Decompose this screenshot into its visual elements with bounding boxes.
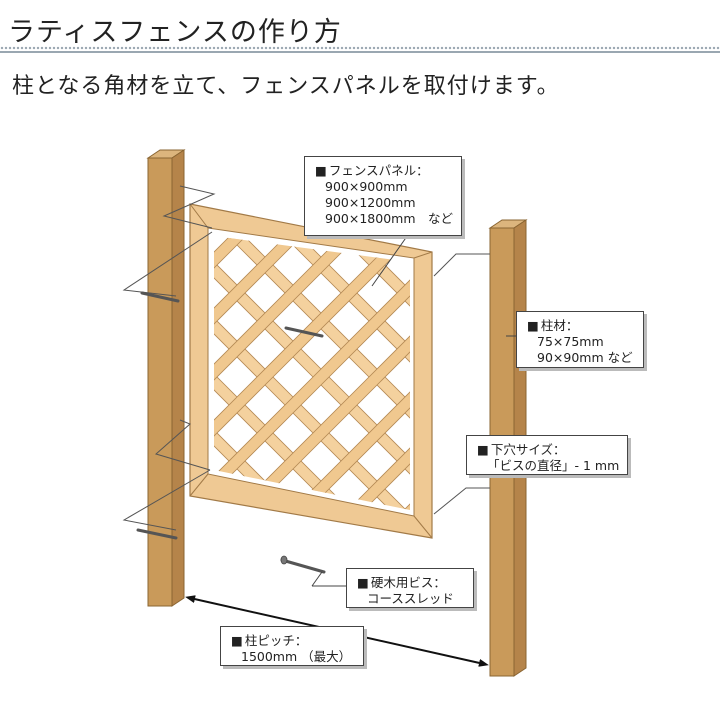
callout-post-material: 柱材： 75×75mm 90×90mm など bbox=[516, 311, 644, 368]
callout-fence-panel-size-2: 900×1200mm bbox=[325, 195, 416, 210]
callout-hardwood-screw: 硬木用ビス： コーススレッド bbox=[346, 568, 474, 608]
page-subtitle: 柱となる角材を立て、フェンスパネルを取付けます。 bbox=[12, 74, 560, 99]
callout-post-material-size-1: 75×75mm bbox=[537, 334, 604, 349]
callout-hardwood-screw-heading: 硬木用ビス： bbox=[357, 575, 463, 591]
page-title: ラティスフェンスの作り方 bbox=[8, 17, 342, 48]
callout-post-material-size-2: 90×90mm など bbox=[537, 350, 633, 365]
callout-fence-panel-heading: フェンスパネル： bbox=[315, 163, 451, 179]
screw-upper-left bbox=[140, 291, 180, 303]
callout-post-pitch-value: 1500mm （最大） bbox=[241, 649, 352, 664]
callout-post-pitch-heading: 柱ピッチ： bbox=[231, 633, 353, 649]
callout-hardwood-screw-type: コーススレッド bbox=[367, 591, 454, 606]
callout-pilot-hole-size: 「ビスの直径」- 1 mm bbox=[487, 458, 620, 473]
left-post-front bbox=[147, 157, 173, 607]
screw-lower-left bbox=[136, 528, 178, 540]
callout-fence-panel-size-3: 900×1800mm など bbox=[325, 211, 453, 226]
guide-lines bbox=[122, 185, 490, 531]
callout-pilot-hole: 下穴サイズ： 「ビスの直径」- 1 mm bbox=[466, 435, 628, 475]
callout-post-pitch: 柱ピッチ： 1500mm （最大） bbox=[220, 626, 364, 666]
loose-screw bbox=[280, 555, 326, 574]
callout-post-material-heading: 柱材： bbox=[527, 318, 633, 334]
fence-panel bbox=[189, 203, 433, 539]
callout-fence-panel: フェンスパネル： 900×900mm 900×1200mm 900×1800mm… bbox=[304, 156, 462, 236]
callout-pilot-hole-heading: 下穴サイズ： bbox=[477, 442, 617, 458]
left-post bbox=[146, 149, 186, 607]
title-underline bbox=[0, 51, 720, 53]
callout-fence-panel-size-1: 900×900mm bbox=[325, 179, 408, 194]
left-post-screws bbox=[136, 291, 324, 540]
screw-panel-inner bbox=[284, 326, 324, 338]
title-underline-dots bbox=[0, 46, 720, 50]
